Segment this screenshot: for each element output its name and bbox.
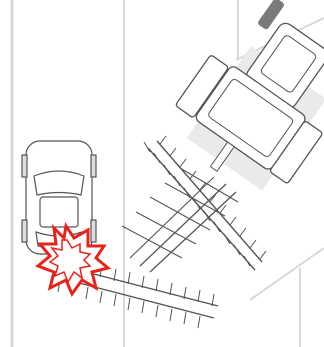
- tractor-icon: [175, 0, 324, 191]
- collision-burst-icon: [35, 222, 112, 298]
- car-icon: [21, 140, 97, 255]
